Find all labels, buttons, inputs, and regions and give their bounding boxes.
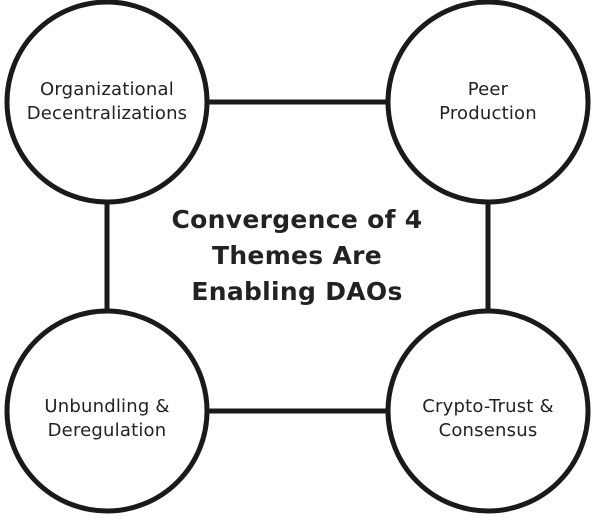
node-circle-unbundling-deregulation [4, 308, 210, 514]
node-label-line: Deregulation [47, 420, 167, 441]
node-label-line: Consensus [438, 420, 538, 441]
node-label-line: Production [439, 103, 537, 124]
node-label-crypto-trust-consensus: Crypto-Trust & Consensus [388, 395, 588, 443]
node-label-organizational-decentralizations: Organizational Decentralizations [7, 78, 207, 126]
node-label-line: Unbundling & [44, 396, 170, 417]
center-title-line: Convergence of 4 [171, 205, 423, 234]
node-circle-organizational-decentralizations [4, 0, 210, 205]
center-title-line: Enabling DAOs [191, 277, 403, 306]
node-label-line: Decentralizations [26, 103, 188, 124]
node-circle-crypto-trust-consensus [385, 308, 591, 514]
center-title: Convergence of 4 Themes Are Enabling DAO… [147, 202, 447, 310]
center-title-line: Themes Are [211, 241, 383, 270]
node-label-line: Crypto-Trust & [422, 396, 554, 417]
node-label-unbundling-deregulation: Unbundling & Deregulation [7, 395, 207, 443]
node-label-peer-production: Peer Production [388, 78, 588, 126]
node-circle-peer-production [385, 0, 591, 205]
node-label-line: Peer [467, 79, 509, 100]
node-label-line: Organizational [40, 79, 174, 100]
